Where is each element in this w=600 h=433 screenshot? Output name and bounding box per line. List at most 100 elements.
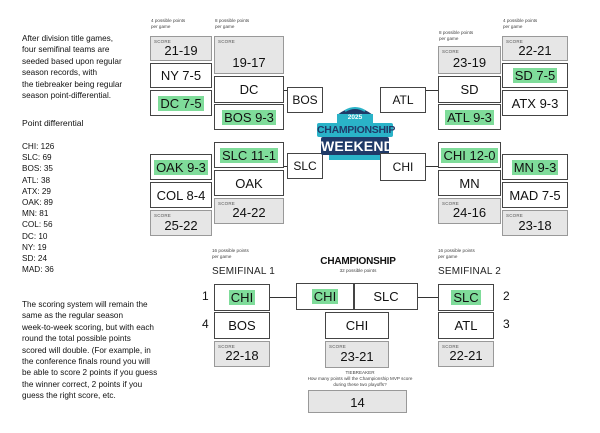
team-box[interactable]: DC 7-5	[150, 90, 212, 116]
team-name-picked: CHI 12-0	[441, 147, 498, 163]
team-name: MAD 7-5	[509, 187, 561, 203]
bracket-line	[426, 166, 439, 167]
scoring-line: same as the regular season	[22, 311, 124, 321]
bracket-line	[284, 90, 288, 91]
bracket-line	[418, 297, 438, 298]
team-name: BOS	[292, 93, 318, 107]
seed-number: 1	[202, 289, 209, 303]
score-box[interactable]: SCORE 21-19	[150, 36, 212, 61]
team-name-picked: CHI	[228, 290, 256, 305]
intro-line: season records, with	[22, 68, 98, 78]
score-value: 19-17	[232, 55, 266, 70]
team-name: SLC	[373, 289, 399, 304]
team-box[interactable]: DC	[214, 76, 284, 103]
team-box[interactable]: ATL	[380, 87, 426, 113]
points-label: 32 possible points	[339, 268, 377, 273]
team-box[interactable]: ATL 9-3	[438, 104, 501, 130]
team-box[interactable]: NY 7-5	[150, 63, 212, 88]
team-name-picked: BOS 9-3	[222, 109, 276, 125]
team-box[interactable]: SLC 11-1	[214, 142, 284, 168]
pd-item: SLC: 69	[22, 153, 52, 163]
logo-line2: WEEKEND	[321, 138, 394, 154]
team-box[interactable]: BOS	[214, 312, 270, 339]
score-box[interactable]: SCORE 22-18	[214, 341, 270, 367]
team-box[interactable]: COL 8-4	[150, 182, 212, 208]
team-name: SLC	[293, 159, 317, 173]
score-value: 22-21	[449, 348, 483, 363]
pd-item: CHI: 126	[22, 142, 55, 151]
tiebreaker-input[interactable]: 14	[308, 390, 407, 413]
score-box[interactable]: SCORE 22-21	[502, 36, 568, 61]
score-box[interactable]: SCORE 22-21	[438, 341, 494, 367]
pd-item: ATL: 38	[22, 175, 51, 185]
team-box[interactable]: OAK 9-3	[150, 154, 212, 180]
champion-box[interactable]: CHI	[325, 312, 389, 339]
team-box[interactable]: CHI	[380, 153, 426, 181]
bracket-line	[284, 166, 288, 167]
championship-weekend-logo: 2025 CHAMPIONSHIP WEEKEND	[307, 97, 403, 167]
scoring-line: week-to-week scoring, but with each	[22, 322, 154, 332]
scoring-line: the conference finals round you will	[22, 357, 150, 367]
score-value: 21-19	[164, 43, 198, 58]
team-box[interactable]: ATX 9-3	[502, 90, 568, 116]
intro-line: After division title games,	[22, 34, 114, 43]
team-name-picked: OAK 9-3	[154, 159, 208, 175]
championship-title: CHAMPIONSHIP	[320, 256, 396, 267]
score-value: 23-21	[340, 349, 374, 364]
bracket-line	[270, 297, 296, 298]
team-box[interactable]: ATL	[438, 312, 494, 339]
score-value: 22-18	[225, 348, 259, 363]
team-name-picked: SLC	[451, 290, 481, 305]
seed-number: 4	[202, 317, 209, 331]
team-box[interactable]: MN 9-3	[502, 154, 568, 180]
scoring-line: The scoring system will remain the	[22, 300, 148, 309]
team-name: CHI	[392, 160, 414, 174]
team-name-picked: MN 9-3	[511, 159, 559, 175]
team-box[interactable]: CHI	[296, 283, 354, 310]
team-box[interactable]: MAD 7-5	[502, 182, 568, 208]
team-box[interactable]: MN	[438, 170, 501, 196]
pd-item: NY: 19	[22, 242, 47, 252]
team-name: MN	[459, 175, 480, 191]
score-box[interactable]: SCORE 23-18	[502, 210, 568, 236]
score-box[interactable]: SCORE 23-21	[325, 341, 389, 368]
team-box[interactable]: OAK	[214, 170, 284, 196]
intro-line: the tiebreaker being regular	[22, 79, 123, 89]
team-box[interactable]: CHI	[214, 284, 270, 311]
team-box[interactable]: SD 7-5	[502, 63, 568, 88]
team-box[interactable]: SLC	[354, 283, 418, 310]
score-box[interactable]: SCORE 23-19	[438, 46, 501, 74]
team-box[interactable]: CHI 12-0	[438, 142, 501, 168]
score-box[interactable]: SCORE 25-22	[150, 210, 212, 236]
score-box[interactable]: SCORE 24-16	[438, 198, 501, 224]
scoring-line: guess the right score, etc.	[22, 391, 116, 401]
team-name: COL 8-4	[156, 187, 206, 203]
team-box[interactable]: SLC	[287, 153, 323, 179]
intro-text: After division title games, four semifin…	[22, 33, 147, 101]
score-box[interactable]: SCORE 19-17	[214, 36, 284, 74]
team-box[interactable]: BOS 9-3	[214, 104, 284, 130]
semifinal-1-title: SEMIFINAL 1	[212, 266, 275, 277]
scoring-line: scored will double. (For example, in	[22, 345, 151, 355]
score-box[interactable]: SCORE 24-22	[214, 198, 284, 224]
pd-item: MAD: 36	[22, 265, 54, 275]
team-name: ATL	[392, 93, 414, 107]
pd-item: OAK: 89	[22, 198, 53, 208]
team-name-picked: DC 7-5	[158, 95, 204, 111]
team-box[interactable]: SLC	[438, 284, 494, 311]
pd-item: ATX: 29	[22, 186, 51, 196]
team-box[interactable]: BOS	[287, 87, 323, 113]
pd-item: BOS: 35	[22, 164, 53, 174]
logo-year: 2025	[347, 114, 363, 121]
score-value: 23-19	[452, 55, 487, 70]
score-value: 24-22	[232, 205, 266, 220]
team-name-picked: SD 7-5	[512, 68, 558, 83]
team-box[interactable]: SD	[438, 76, 501, 103]
team-name-picked: ATL 9-3	[445, 109, 494, 125]
team-name: OAK	[235, 175, 263, 191]
